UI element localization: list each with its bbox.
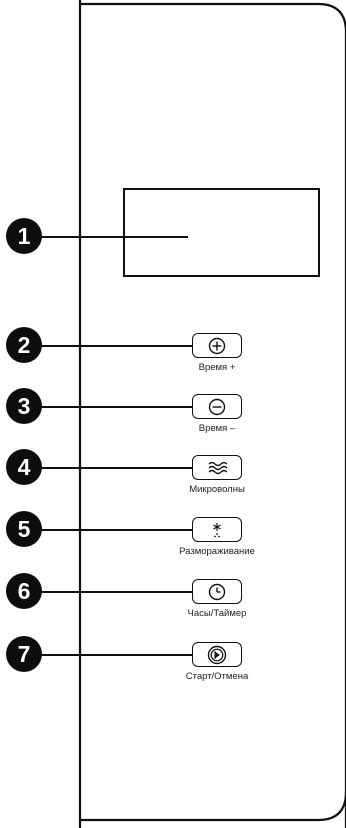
callout-1: 1	[6, 218, 42, 254]
clock-timer-button[interactable]	[192, 579, 242, 604]
leader-line-1	[36, 236, 188, 238]
leader-line-2	[36, 345, 192, 347]
leader-line-6	[36, 591, 192, 593]
callout-3: 3	[6, 388, 42, 424]
start-cancel-label: Старт/Отмена	[185, 671, 249, 682]
snowflake-drop-icon	[213, 522, 221, 537]
display-window	[123, 188, 320, 277]
start-stop-icon	[207, 645, 227, 664]
leader-line-3	[36, 406, 192, 408]
callout-2: 2	[6, 327, 42, 363]
microwave-button[interactable]	[192, 455, 242, 480]
time-plus-button[interactable]	[192, 333, 242, 358]
clock-icon	[208, 583, 226, 600]
time-plus-label: Время +	[198, 362, 236, 373]
leader-line-4	[36, 467, 192, 469]
callout-4: 4	[6, 449, 42, 485]
leader-line-5	[36, 529, 192, 531]
leader-line-7	[36, 654, 192, 656]
clock-timer-label: Часы/Таймер	[187, 608, 247, 619]
defrost-label: Размораживание	[179, 546, 255, 557]
callout-5: 5	[6, 511, 42, 547]
time-minus-label: Время –	[198, 423, 236, 434]
defrost-button[interactable]	[192, 517, 242, 542]
start-cancel-button[interactable]	[192, 642, 242, 667]
minus-circle-icon	[208, 398, 226, 415]
time-minus-button[interactable]	[192, 394, 242, 419]
microwave-label: Микроволны	[189, 484, 245, 495]
callout-7: 7	[6, 636, 42, 672]
plus-circle-icon	[208, 337, 226, 354]
wave-icon	[208, 461, 227, 474]
callout-6: 6	[6, 573, 42, 609]
